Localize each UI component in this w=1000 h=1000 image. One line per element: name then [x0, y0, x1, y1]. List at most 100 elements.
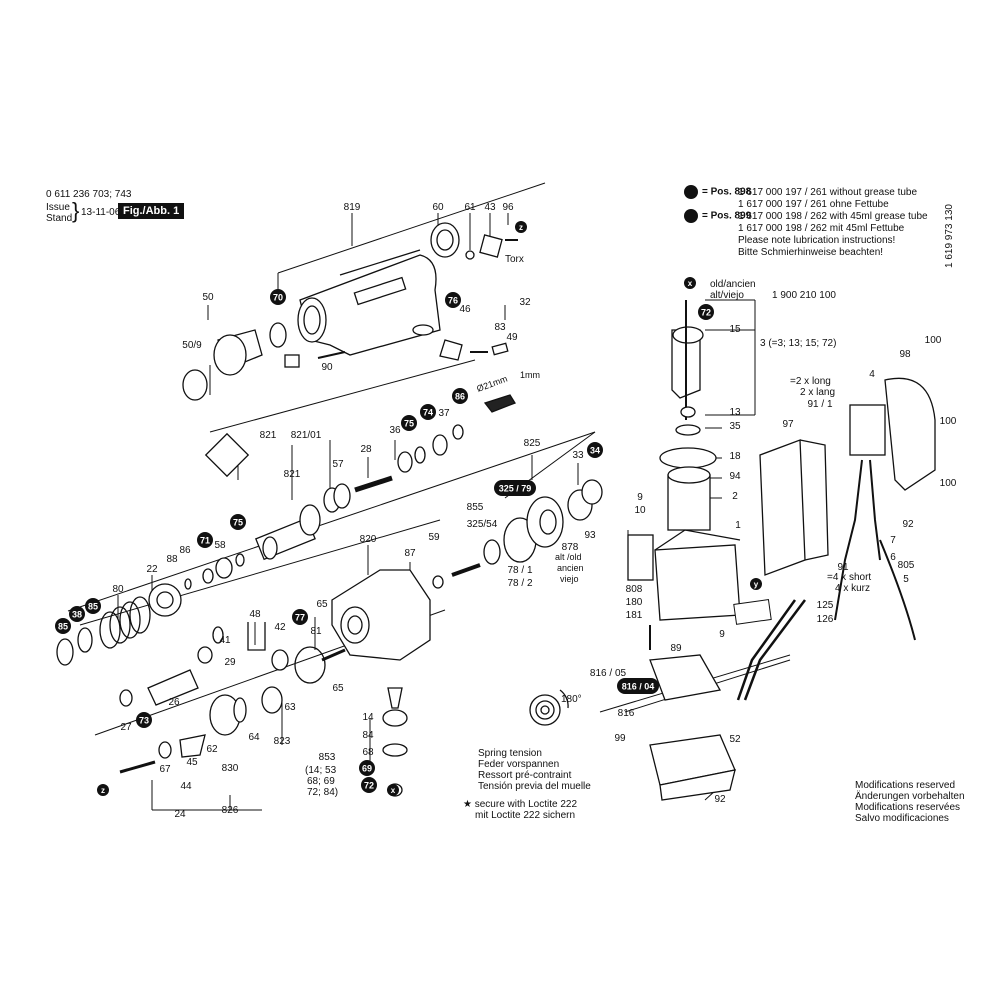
part-label-820: 820 — [360, 534, 377, 545]
badge-b77: 77 — [292, 609, 308, 625]
grease-dot-icon — [684, 209, 698, 223]
spring-note-es: Tensión previa del muelle — [478, 781, 591, 792]
part-label-63: 63 — [284, 702, 296, 713]
part-label-68: 68 — [362, 747, 374, 758]
part-label-50-9: 50/9 — [182, 340, 202, 351]
modifications-note: Modifications reserved Änderungen vorbeh… — [855, 780, 965, 824]
badge-shape — [85, 598, 101, 614]
badge-b86: 86 — [452, 388, 468, 404]
grease-notes: = Pos. 898 1 617 000 197 / 261 without g… — [684, 185, 928, 259]
badge-shape — [230, 514, 246, 530]
badge-text: 38 — [72, 610, 82, 620]
part-label-57: 57 — [332, 459, 344, 470]
badge-shape — [587, 442, 603, 458]
badge-shape — [698, 304, 714, 320]
part-label-83: 83 — [494, 322, 506, 333]
part-label-50: 50 — [202, 292, 214, 303]
part-label-65b: 65 — [332, 683, 344, 694]
part-label-10: 10 — [634, 505, 646, 516]
lube-note-de: Bitte Schmierhinweise beachten! — [738, 247, 884, 258]
part-label-35: 35 — [729, 421, 741, 432]
badge-b70: 70 — [270, 289, 286, 305]
part-label-43: 43 — [484, 202, 496, 213]
loctite-note-en: ★ secure with Loctite 222 — [463, 799, 578, 810]
part-label-36: 36 — [389, 425, 401, 436]
two-long-label: =2 x long — [790, 376, 831, 387]
marker-letter: x — [391, 786, 396, 795]
part-label-33: 33 — [572, 450, 584, 461]
badge-b85b: 85 — [55, 618, 71, 634]
badge-shape — [401, 415, 417, 431]
badge-shape — [420, 404, 436, 420]
part-label-125: 125 — [817, 600, 834, 611]
badge-text: 71 — [200, 536, 210, 546]
part-label-41: 41 — [219, 635, 231, 646]
badge-b85a: 85 — [85, 598, 101, 614]
badge-b325: 325 / 79 — [494, 480, 536, 496]
badge-b34: 34 — [587, 442, 603, 458]
badge-text: 816 / 04 — [622, 682, 655, 692]
part-label-816: 816 — [618, 708, 635, 719]
spring-note-fr: Ressort pré-contraint — [478, 770, 572, 781]
set-853-b: 68; 69 — [307, 776, 335, 787]
issue-date: 13-11-06 — [81, 207, 121, 218]
badge-shape — [361, 777, 377, 793]
marker-circle — [387, 784, 399, 796]
mm-label: 1mm — [520, 370, 540, 380]
figure-label: Fig./Abb. 1 — [118, 203, 185, 219]
part-label-29: 29 — [224, 657, 236, 668]
issue-label: Issue — [46, 202, 70, 213]
mods-fr: Modifications reservées — [855, 802, 961, 813]
part-label-62: 62 — [206, 744, 218, 755]
part-label-855: 855 — [467, 502, 484, 513]
part-label-92a: 92 — [714, 794, 726, 805]
badge-text: 72 — [701, 308, 711, 318]
badge-text: 325 / 79 — [499, 484, 532, 494]
180-degree-label: 180° — [561, 694, 582, 705]
armature-number: 1 900 210 100 — [772, 290, 836, 301]
part-label-93: 93 — [584, 530, 596, 541]
part-label-808: 808 — [626, 584, 643, 595]
badge-shape — [270, 289, 286, 305]
part-label-96: 96 — [502, 202, 514, 213]
part-label-819: 819 — [344, 202, 361, 213]
part-label-180: 180 — [626, 597, 643, 608]
part-label-24: 24 — [174, 809, 186, 820]
marker-y1: y — [750, 578, 762, 590]
part-label-100c: 100 — [940, 478, 957, 489]
part-label-100a: 100 — [925, 335, 942, 346]
marker-x1: x — [684, 277, 696, 289]
part-label-22: 22 — [146, 564, 158, 575]
marker-circle — [684, 277, 696, 289]
part-label-816-05: 816 / 05 — [590, 668, 627, 679]
loctite-note: ★ secure with Loctite 222 mit Loctite 22… — [463, 799, 577, 821]
part-label-13: 13 — [729, 407, 741, 418]
part-label-60: 60 — [432, 202, 444, 213]
loctite-note-de: mit Loctite 222 sichern — [475, 810, 576, 821]
part-label-91: 91 — [837, 562, 849, 573]
badge-shape — [69, 606, 85, 622]
part-label-9a: 9 — [637, 492, 643, 503]
part-label-78-2: 78 / 2 — [507, 578, 532, 589]
brace: } — [72, 198, 80, 223]
badge-text: 75 — [404, 419, 414, 429]
part-label-878: 878 — [562, 542, 579, 553]
marker-letter: z — [519, 223, 523, 232]
pos-899-line1: 1 617 000 198 / 262 with 45ml grease tub… — [738, 211, 928, 222]
pos-899: = Pos. 899 — [702, 210, 752, 222]
badge-text: 74 — [423, 408, 433, 418]
part-label-28: 28 — [360, 444, 372, 455]
badge-b69: 69 — [359, 760, 375, 776]
part-label-44: 44 — [180, 781, 192, 792]
badge-b75a: 75 — [401, 415, 417, 431]
part-label-14: 14 — [362, 712, 374, 723]
badge-b74: 74 — [420, 404, 436, 420]
marker-letter: y — [754, 580, 759, 589]
badge-shape — [136, 712, 152, 728]
part-label-42: 42 — [274, 622, 286, 633]
ancien-label: ancien — [557, 563, 584, 573]
badge-text: 75 — [233, 518, 243, 528]
part-label-825: 825 — [524, 438, 541, 449]
four-kurz-label: 4 x kurz — [835, 583, 870, 594]
